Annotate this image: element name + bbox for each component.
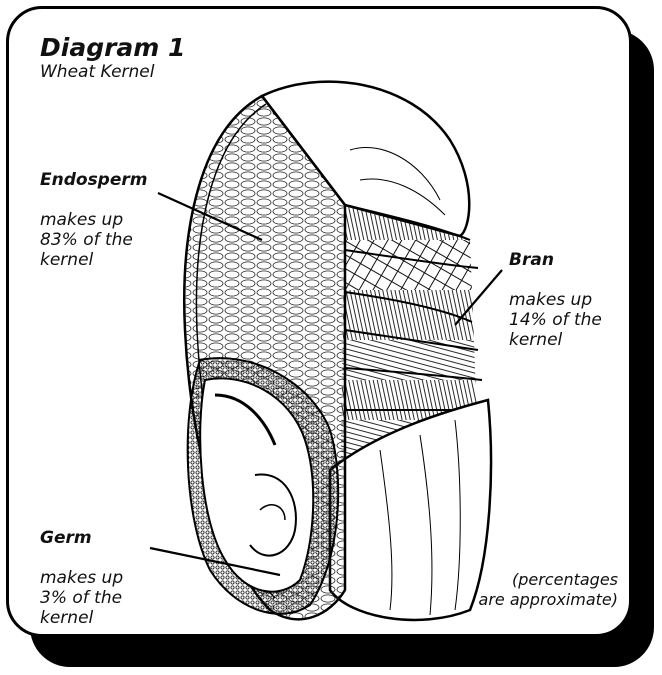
endosperm-desc: makes up 83% of the kernel xyxy=(40,210,147,270)
endosperm-label: Endosperm makes up 83% of the kernel xyxy=(40,150,147,290)
bran-label: Bran makes up 14% of the kernel xyxy=(509,230,602,370)
diagram-title: Diagram 1 xyxy=(40,34,185,62)
bran-desc: makes up 14% of the kernel xyxy=(509,290,602,350)
germ-desc: makes up 3% of the kernel xyxy=(40,568,123,628)
endosperm-name: Endosperm xyxy=(40,170,147,190)
diagram-subtitle: Wheat Kernel xyxy=(40,62,154,82)
germ-name: Germ xyxy=(40,528,123,548)
germ-label: Germ makes up 3% of the kernel xyxy=(40,508,123,648)
footnote: (percentages are approximate) xyxy=(458,570,618,610)
bran-name: Bran xyxy=(509,250,602,270)
